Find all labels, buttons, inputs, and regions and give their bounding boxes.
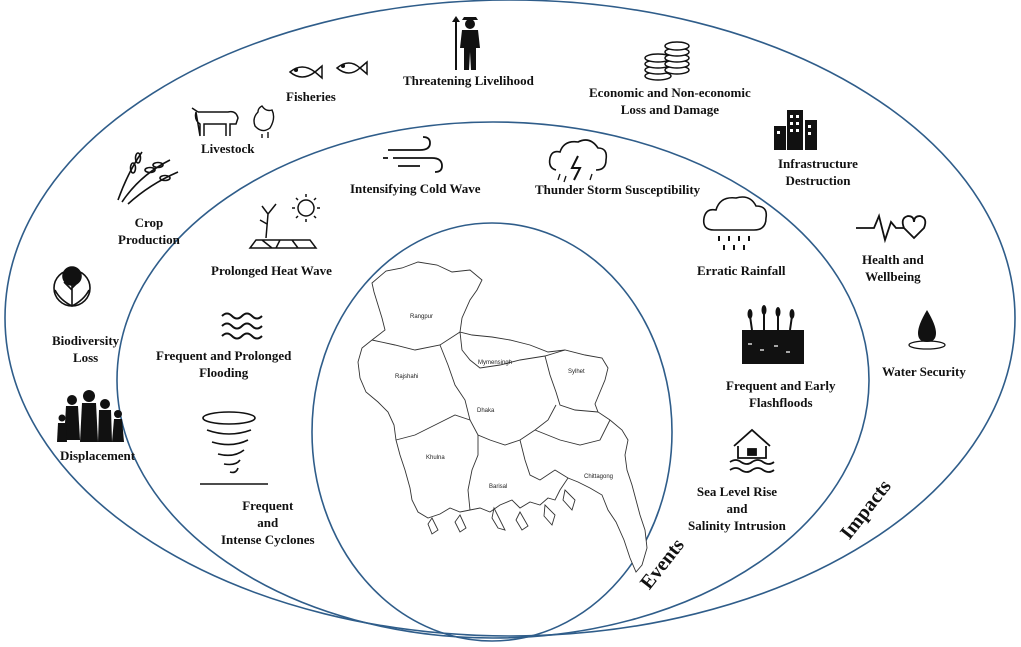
coast-island [562, 489, 576, 511]
fish-icon [288, 60, 368, 80]
coins-icon [644, 41, 690, 81]
family-icon [57, 390, 124, 442]
division-label: Dhaka [477, 408, 495, 414]
label-line: Biodiversity [52, 333, 120, 348]
water-drop-icon [908, 310, 946, 350]
label-line: Frequent and Early [726, 378, 836, 393]
dry-tree-sun-icon [248, 194, 320, 249]
division-border [534, 419, 611, 446]
label-line: Destruction [785, 173, 851, 188]
label-thunder: Thunder Storm Susceptibility [535, 182, 701, 197]
coast-island [515, 511, 529, 531]
label-sea-level: Sea Level Rise and Salinity Intrusion [688, 483, 786, 534]
label-line: Health and [862, 252, 924, 267]
label-line: Frequent and Prolonged [156, 348, 292, 363]
farmer-icon [452, 16, 480, 70]
label-line: Production [118, 232, 180, 247]
wind-icon [383, 136, 443, 173]
label-line: Loss and Damage [620, 102, 720, 117]
events-ring [116, 121, 870, 639]
division-label: Rajshahi [395, 374, 418, 380]
label-line: and [726, 501, 748, 516]
label-rainfall: Erratic Rainfall [697, 263, 786, 278]
label-line: Sea Level Rise [696, 484, 778, 499]
label-heat-wave: Prolonged Heat Wave [211, 263, 332, 278]
label-line: Wellbeing [865, 269, 921, 284]
label-flashfloods: Frequent and Early Flashfloods [726, 377, 836, 411]
impacts-ring [4, 0, 1016, 637]
label-biodiversity: Biodiversity Loss [52, 332, 119, 366]
label-displacement: Displacement [60, 448, 136, 463]
label-line: Economic and Non-economic [589, 85, 751, 100]
division-label: Chittagong [584, 474, 613, 480]
division-label: Mymensingh [478, 360, 512, 366]
label-line: Crop [134, 215, 164, 230]
label-infrastructure: Infrastructure Destruction [778, 155, 858, 189]
label-line: Flashfloods [748, 395, 813, 410]
label-line: Infrastructure [778, 156, 858, 171]
bangladesh-map [357, 261, 648, 573]
tree-globe-icon [53, 266, 91, 307]
label-cyclones: Frequent and Intense Cyclones [221, 497, 315, 548]
label-economic: Economic and Non-economic Loss and Damag… [589, 84, 751, 118]
flooded-house-icon [729, 428, 775, 473]
division-label: Barisal [489, 484, 507, 490]
label-line: Intense Cyclones [221, 532, 315, 547]
map-ring [311, 222, 673, 642]
division-label: Khulna [426, 455, 445, 461]
label-line: Frequent [242, 498, 294, 513]
heartbeat-icon [856, 213, 927, 244]
coast-island [491, 506, 506, 531]
label-livestock: Livestock [201, 141, 255, 156]
division-border [371, 331, 461, 351]
division-border [395, 414, 471, 441]
division-border [467, 435, 479, 511]
buildings-icon [774, 110, 817, 150]
division-label: Rangpur [410, 314, 433, 320]
cow-icon [191, 107, 239, 137]
flashflood-icon [742, 305, 804, 364]
label-health: Health and Wellbeing [862, 251, 924, 285]
coast-island [427, 517, 439, 535]
division-label: Sylhet [568, 369, 585, 375]
division-border [459, 331, 566, 369]
storm-cloud-icon [548, 139, 608, 183]
division-border [439, 344, 557, 446]
label-line: and [257, 515, 279, 530]
label-livelihood: Threatening Livelihood [403, 73, 534, 88]
label-line: Loss [72, 350, 99, 365]
rooster-icon [253, 105, 275, 138]
map-labels: Rangpur Rajshahi Mymensingh Sylhet Dhaka… [395, 314, 613, 490]
label-fisheries: Fisheries [286, 89, 336, 104]
label-line: Salinity Intrusion [688, 518, 786, 533]
coast-island [543, 504, 556, 526]
wheat-icon [117, 151, 179, 205]
waves-icon [221, 312, 263, 340]
label-cold-wave: Intensifying Cold Wave [350, 181, 481, 196]
label-flooding: Frequent and Prolonged Flooding [156, 347, 291, 381]
division-border [519, 439, 569, 481]
coast-island [454, 514, 467, 533]
tornado-icon [200, 411, 268, 485]
label-water: Water Security [882, 364, 966, 379]
label-line: Flooding [199, 365, 249, 380]
label-crop: Crop Production [118, 214, 180, 248]
rain-cloud-icon [702, 196, 768, 250]
division-border [544, 355, 599, 413]
